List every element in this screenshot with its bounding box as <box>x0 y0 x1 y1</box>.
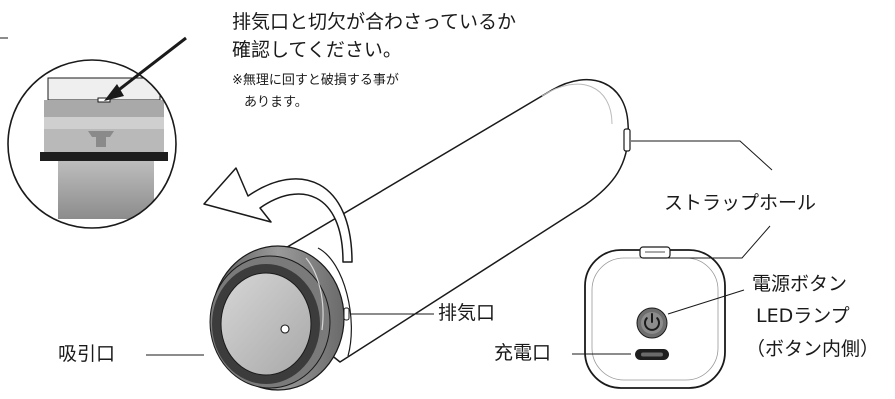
button-inside-label: （ボタン内側） <box>746 338 880 360</box>
power-button-label: 電源ボタン <box>752 273 848 295</box>
power-icon[interactable] <box>644 313 660 331</box>
leader-lines <box>146 140 773 356</box>
caution-line-1: ※無理に回すと破損する事が <box>232 73 399 88</box>
caution-line-2: あります。 <box>244 95 308 110</box>
intake-cap <box>209 245 350 391</box>
notice-line-1: 排気口と切欠が合わさっているか <box>232 11 517 33</box>
notice-line-2: 確認してください。 <box>232 39 402 61</box>
strap-hole-label: ストラップホール <box>664 192 817 214</box>
intake-port-label: 吸引口 <box>58 343 116 365</box>
notch-detail-zoom <box>7 36 187 229</box>
led-lamp-label: LEDランプ <box>756 305 850 327</box>
exhaust-port-label: 排気口 <box>438 302 496 324</box>
bottom-end-view <box>584 246 726 389</box>
charge-port-label: 充電口 <box>494 342 552 364</box>
rotate-arrow-icon <box>203 167 353 263</box>
